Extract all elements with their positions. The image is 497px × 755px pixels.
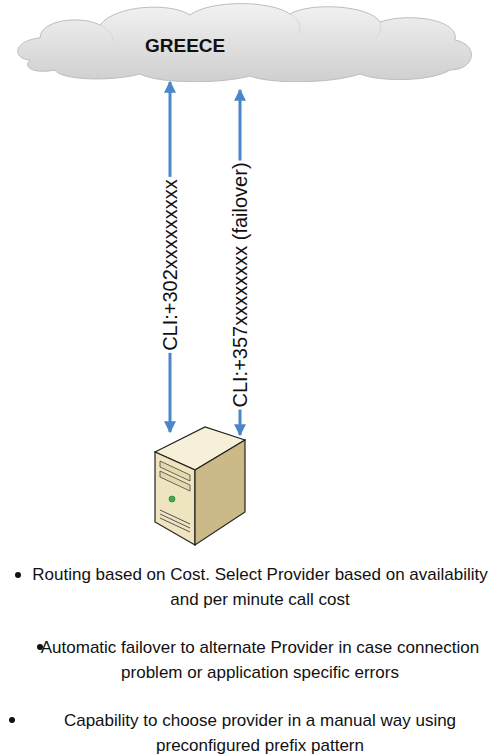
cloud-shape bbox=[10, 0, 480, 82]
node-title: GREECE bbox=[145, 35, 225, 57]
bullet-note: Routing based on Cost. Select Provider b… bbox=[20, 562, 497, 612]
edge-label: CLI:+302xxxxxxxxx bbox=[160, 177, 180, 353]
cloud-node: GREECE bbox=[10, 0, 480, 82]
edge-label: CLI:+357xxxxxxxx (failover) bbox=[230, 160, 250, 409]
server-icon bbox=[150, 425, 246, 547]
server-node bbox=[150, 425, 246, 547]
bullet-note: Capability to choose provider in a manua… bbox=[20, 708, 497, 755]
bullet-note: Automatic failover to alternate Provider… bbox=[20, 635, 497, 685]
